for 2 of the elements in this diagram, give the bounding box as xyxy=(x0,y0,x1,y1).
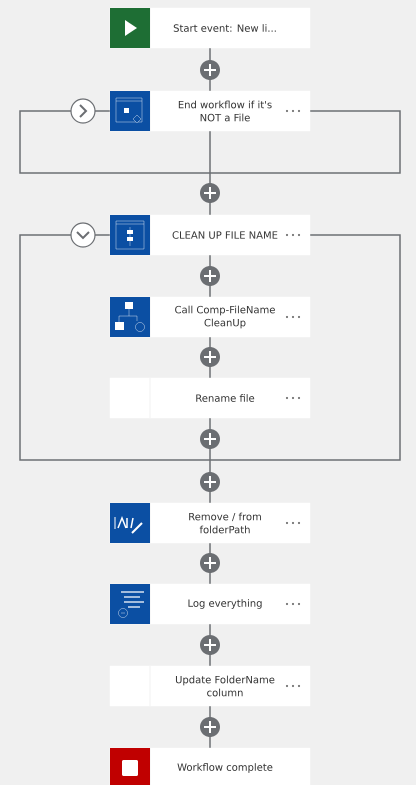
action-card: Rename file xyxy=(110,378,310,418)
action-card: Update FolderName column xyxy=(110,666,310,706)
